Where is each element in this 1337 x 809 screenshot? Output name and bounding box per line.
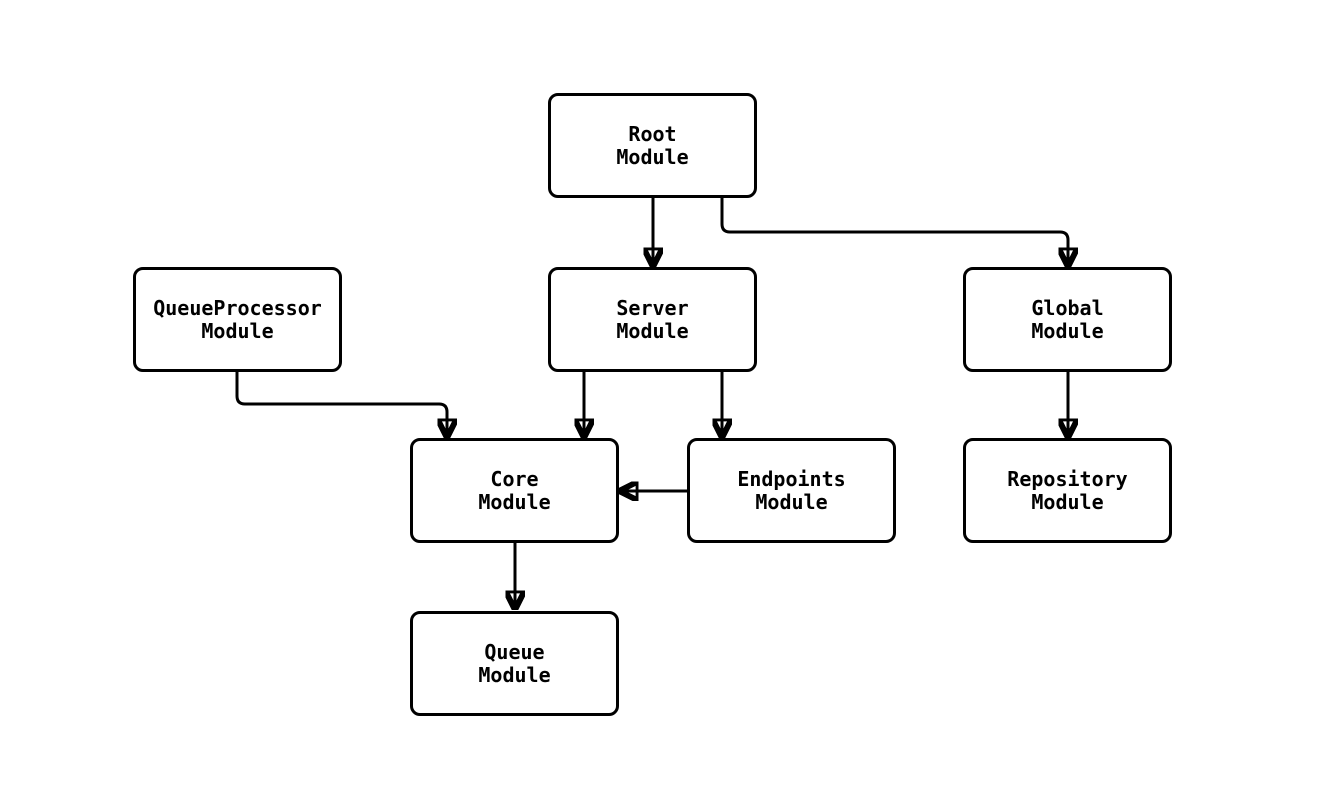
node-label-line1: Server [616, 295, 689, 320]
node-label-line2: Module [616, 318, 689, 343]
node-label-line2: Module [478, 662, 551, 687]
node-label-line2: Module [755, 489, 828, 514]
node-label-line1: Queue [484, 639, 545, 664]
node-label-line2: Module [1031, 489, 1104, 514]
node-label-line1: Endpoints [737, 466, 846, 491]
node-label-line1: Global [1031, 295, 1104, 320]
node-label-line1: Repository [1007, 466, 1128, 491]
edge-root-to-global-arrow [720, 198, 1068, 265]
node-label-line2: Module [478, 489, 551, 514]
edge-queueprocessor-to-core-arrow [235, 372, 447, 436]
node-label-line1: Core [490, 466, 539, 491]
node-label-line2: Module [201, 318, 274, 343]
node-label-line1: QueueProcessor [153, 295, 322, 320]
node-label-line2: Module [1031, 318, 1104, 343]
node-label-line1: Root [628, 121, 677, 146]
node-label-line2: Module [616, 144, 689, 169]
